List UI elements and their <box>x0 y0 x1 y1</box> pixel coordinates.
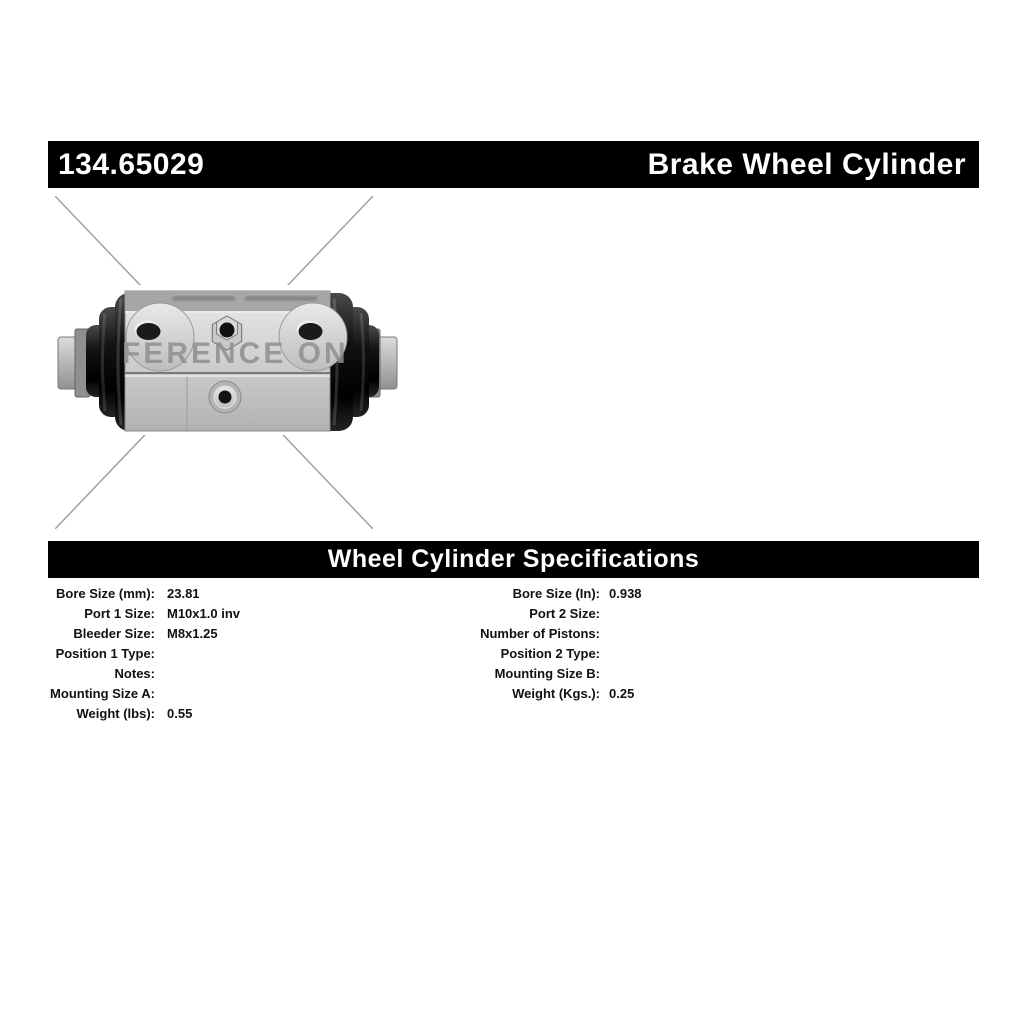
spec-value: M10x1.0 inv <box>167 605 240 621</box>
spec-label: Position 1 Type: <box>55 645 155 661</box>
spec-column-left: Bore Size (mm): 23.81 Port 1 Size: M10x1… <box>48 583 240 723</box>
spec-row-notes: Notes: <box>48 663 240 683</box>
spec-row-bore-size-in: Bore Size (In): 0.938 <box>448 583 642 603</box>
part-number: 134.65029 <box>58 147 205 181</box>
piston-tip-left <box>57 328 91 398</box>
product-title: Brake Wheel Cylinder <box>647 147 966 181</box>
mounting-boss-right <box>278 302 348 372</box>
spec-label: Notes: <box>114 665 155 681</box>
header-bar: 134.65029 Brake Wheel Cylinder <box>48 141 979 188</box>
spec-label: Port 2 Size: <box>529 605 600 621</box>
spec-value: 0.938 <box>609 585 642 601</box>
spec-label: Bleeder Size: <box>73 625 155 641</box>
mounting-hole-right <box>298 323 323 340</box>
mounting-hole-left <box>136 323 161 340</box>
spec-label: Position 2 Type: <box>500 645 600 661</box>
spec-row-port-2-size: Port 2 Size: <box>448 603 642 623</box>
spec-column-right: Bore Size (In): 0.938 Port 2 Size: Numbe… <box>448 583 642 703</box>
stamped-text-mark <box>173 296 235 301</box>
spec-label: Port 1 Size: <box>84 605 155 621</box>
spec-value: 0.25 <box>609 685 635 701</box>
spec-label: Bore Size (In): <box>512 585 600 601</box>
spec-value: M8x1.25 <box>167 625 218 641</box>
spec-value: 23.81 <box>167 585 200 601</box>
spec-label: Mounting Size A: <box>50 685 155 701</box>
spec-row-position-2-type: Position 2 Type: <box>448 643 642 663</box>
mounting-boss-left <box>125 302 195 372</box>
specifications-title: Wheel Cylinder Specifications <box>327 545 700 573</box>
spec-row-number-of-pistons: Number of Pistons: <box>448 623 642 643</box>
spec-row-weight-lbs: Weight (lbs): 0.55 <box>48 703 240 723</box>
spec-label: Mounting Size B: <box>494 665 600 681</box>
watermark-text: FERENCE ON <box>122 337 349 370</box>
specifications-header-bar: Wheel Cylinder Specifications <box>48 541 979 578</box>
spec-label: Weight (Kgs.): <box>512 685 600 701</box>
spec-row-mounting-size-a: Mounting Size A: <box>48 683 240 703</box>
spec-label: Weight (lbs): <box>76 705 155 721</box>
bleeder-screw <box>211 315 243 351</box>
spec-value: 0.55 <box>167 705 193 721</box>
stamped-text-mark <box>245 296 317 301</box>
spec-row-weight-kgs: Weight (Kgs.): 0.25 <box>448 683 642 703</box>
spec-row-position-1-type: Position 1 Type: <box>48 643 240 663</box>
product-photo <box>55 285 400 435</box>
spec-row-mounting-size-b: Mounting Size B: <box>448 663 642 683</box>
spec-row-bore-size-mm: Bore Size (mm): 23.81 <box>48 583 240 603</box>
spec-label: Bore Size (mm): <box>56 585 155 601</box>
spec-row-bleeder-size: Bleeder Size: M8x1.25 <box>48 623 240 643</box>
spec-label: Number of Pistons: <box>480 625 600 641</box>
spec-row-port-1-size: Port 1 Size: M10x1.0 inv <box>48 603 240 623</box>
fluid-port-hole <box>208 380 242 414</box>
